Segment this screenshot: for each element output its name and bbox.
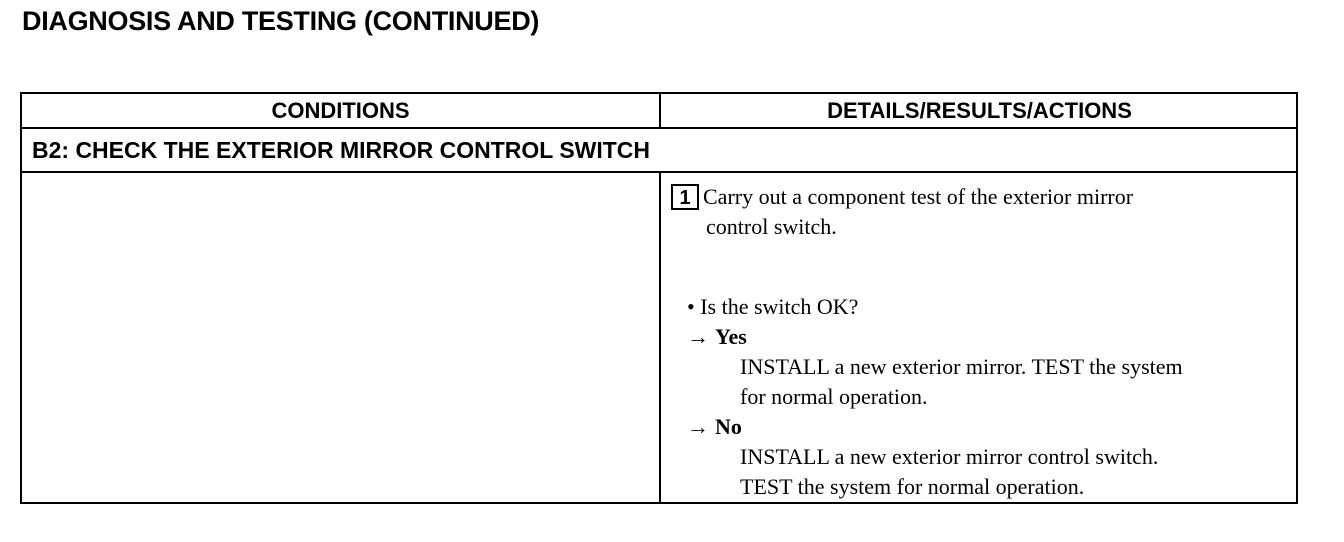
conditions-header: CONDITIONS [271,98,410,123]
page-title: DIAGNOSIS AND TESTING (CONTINUED) [22,6,540,36]
column-divider [659,94,661,127]
no-action-line-2: TEST the system for normal operation. [740,474,1085,499]
section-row: B2: CHECK THE EXTERIOR MIRROR CONTROL SW… [22,129,1296,173]
no-answer-label: →No [687,412,742,442]
right-arrow-icon: → [687,414,709,439]
step-text-line-2: control switch. [706,214,837,239]
step-text-line-1: Carry out a component test of the exteri… [703,184,1134,209]
no-action-line-1: INSTALL a new exterior mirror control sw… [740,444,1159,469]
details-header: DETAILS/RESULTS/ACTIONS [827,98,1132,123]
table-header-row: CONDITIONS DETAILS/RESULTS/ACTIONS [22,94,1296,129]
yes-action-line-2: for normal operation. [740,384,928,409]
section-title: B2: CHECK THE EXTERIOR MIRROR CONTROL SW… [32,137,651,163]
no-label: No [715,414,742,439]
question-text: • Is the switch OK? [687,294,859,319]
diagnosis-table: CONDITIONS DETAILS/RESULTS/ACTIONS B2: C… [20,92,1298,504]
yes-answer-label: →Yes [687,322,747,352]
yes-label: Yes [715,324,747,349]
right-arrow-icon: → [687,324,709,349]
yes-action-line-1: INSTALL a new exterior mirror. TEST the … [740,354,1183,379]
step-number-box: 1 [671,184,699,210]
column-divider [659,173,661,502]
